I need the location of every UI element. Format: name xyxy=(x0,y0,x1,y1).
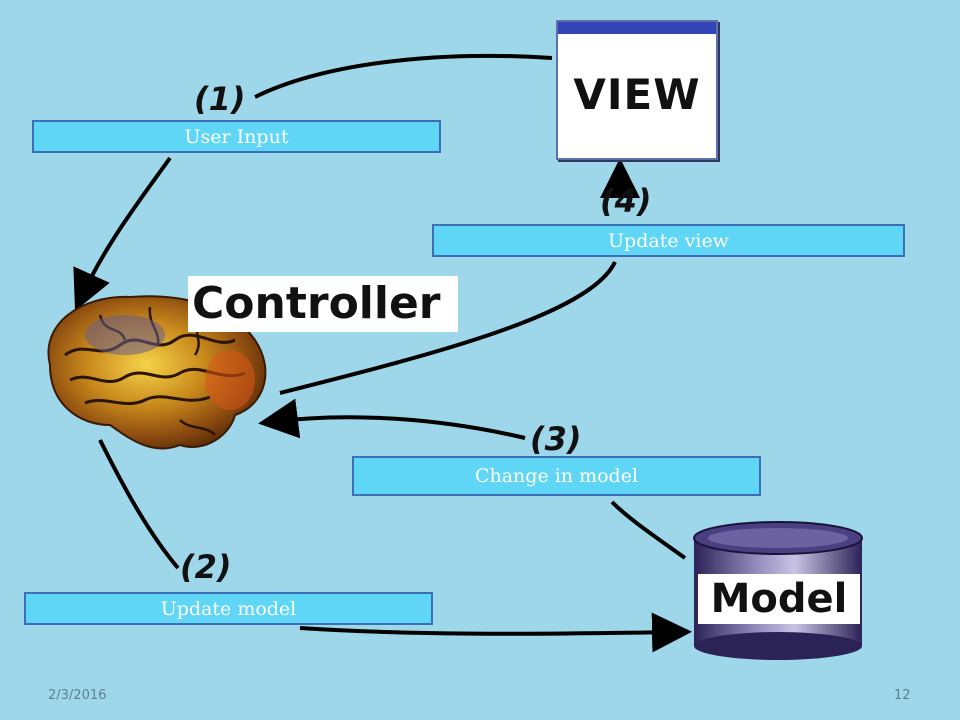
update-view-box: Update view xyxy=(432,224,905,257)
arrow-update-model-to-model xyxy=(299,612,692,653)
view-window: VIEW xyxy=(556,20,718,160)
footer-page-number: 12 xyxy=(894,688,911,703)
view-label: VIEW xyxy=(573,70,701,119)
step-4-label: (4) xyxy=(600,182,652,220)
footer-date: 2/3/2016 xyxy=(48,688,107,703)
arrow-controller-to-update-label xyxy=(98,439,180,570)
arrow-controller-to-update-view xyxy=(279,261,617,395)
step-3-label: (3) xyxy=(530,420,582,458)
change-in-model-box: Change in model xyxy=(352,456,761,496)
brain-icon xyxy=(47,295,267,450)
step-1-label: (1) xyxy=(194,80,246,118)
view-titlebar xyxy=(558,22,716,34)
step-2-label: (2) xyxy=(180,548,232,586)
arrow-model-to-change-label xyxy=(610,500,687,560)
update-model-box: Update model xyxy=(24,592,433,625)
user-input-box: User Input xyxy=(32,120,441,153)
model-label: Model xyxy=(698,574,860,624)
arrow-view-to-label xyxy=(254,53,553,99)
controller-label: Controller xyxy=(188,276,458,332)
arrow-change-to-controller xyxy=(258,398,526,440)
arrow-user-input-to-controller xyxy=(73,156,172,311)
